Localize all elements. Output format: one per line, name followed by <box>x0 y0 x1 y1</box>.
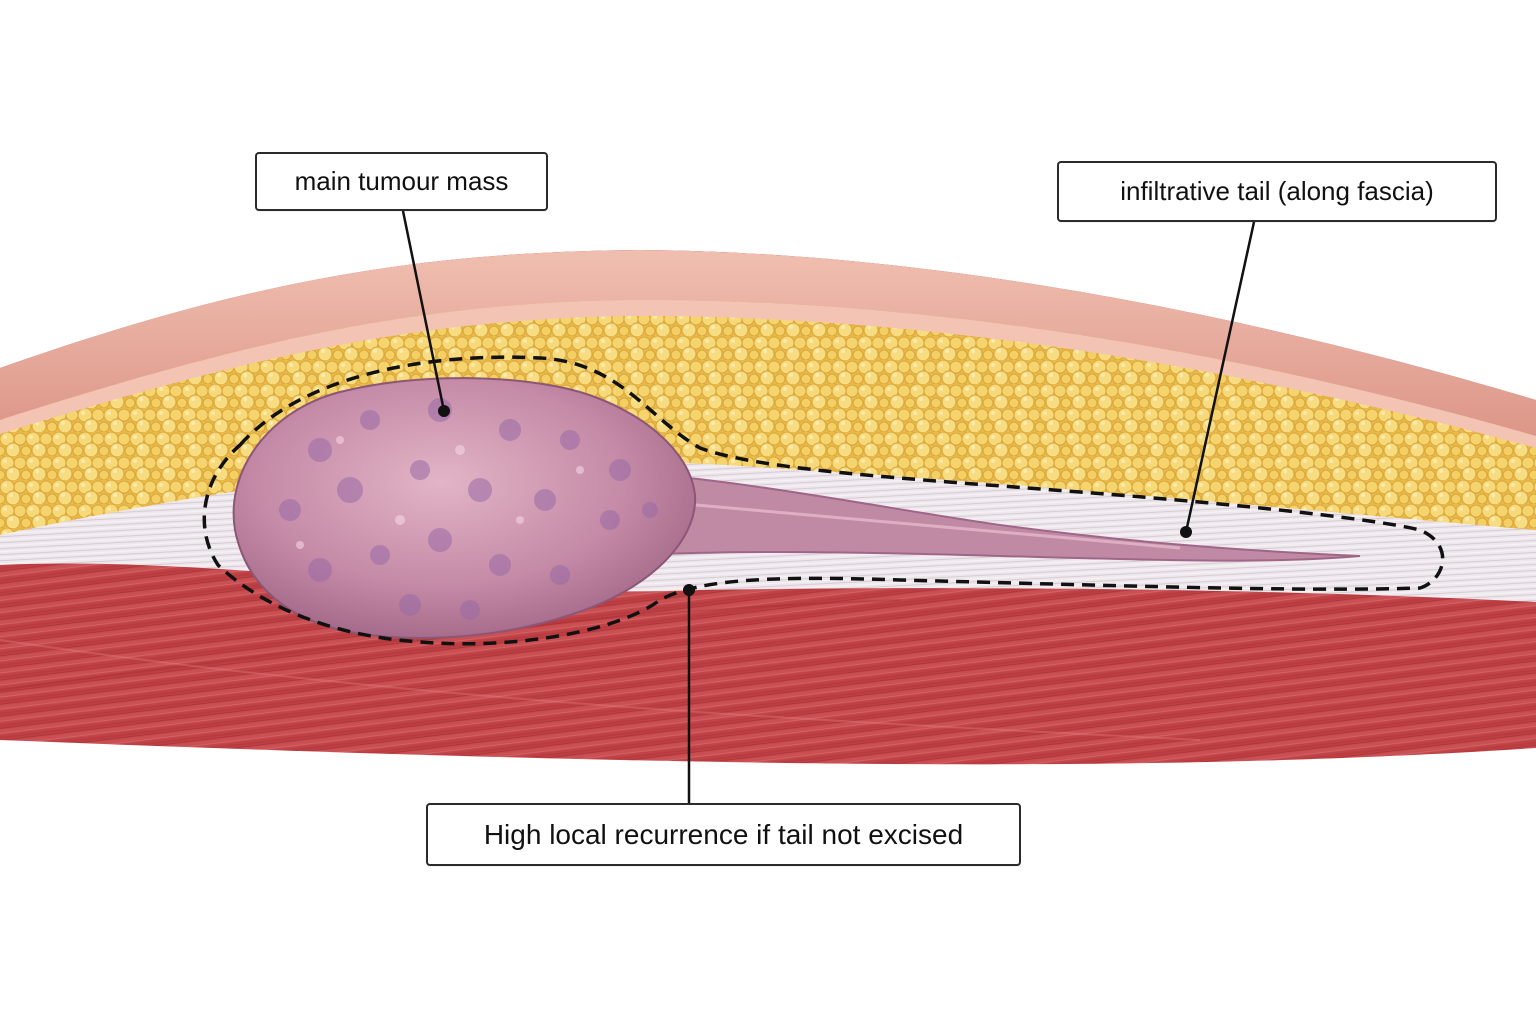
leader-dot-tail <box>1180 526 1192 538</box>
leader-dot-main <box>438 405 450 417</box>
infiltrative-tail <box>559 468 1361 562</box>
recurrence-warning-label: High local recurrence if tail not excise… <box>426 803 1021 866</box>
infiltrative-tail-label: infiltrative tail (along fascia) <box>1057 161 1497 222</box>
excision-margin-outline <box>202 355 1445 646</box>
leader-dot-recurrence <box>683 584 695 596</box>
main-tumour-mass <box>232 377 697 639</box>
leader-line-tail <box>1184 221 1256 533</box>
leader-line-main <box>401 210 446 412</box>
tumour-nodules <box>279 398 658 620</box>
skin-layer <box>0 250 1536 436</box>
main-tumour-mass-label: main tumour mass <box>255 152 548 211</box>
